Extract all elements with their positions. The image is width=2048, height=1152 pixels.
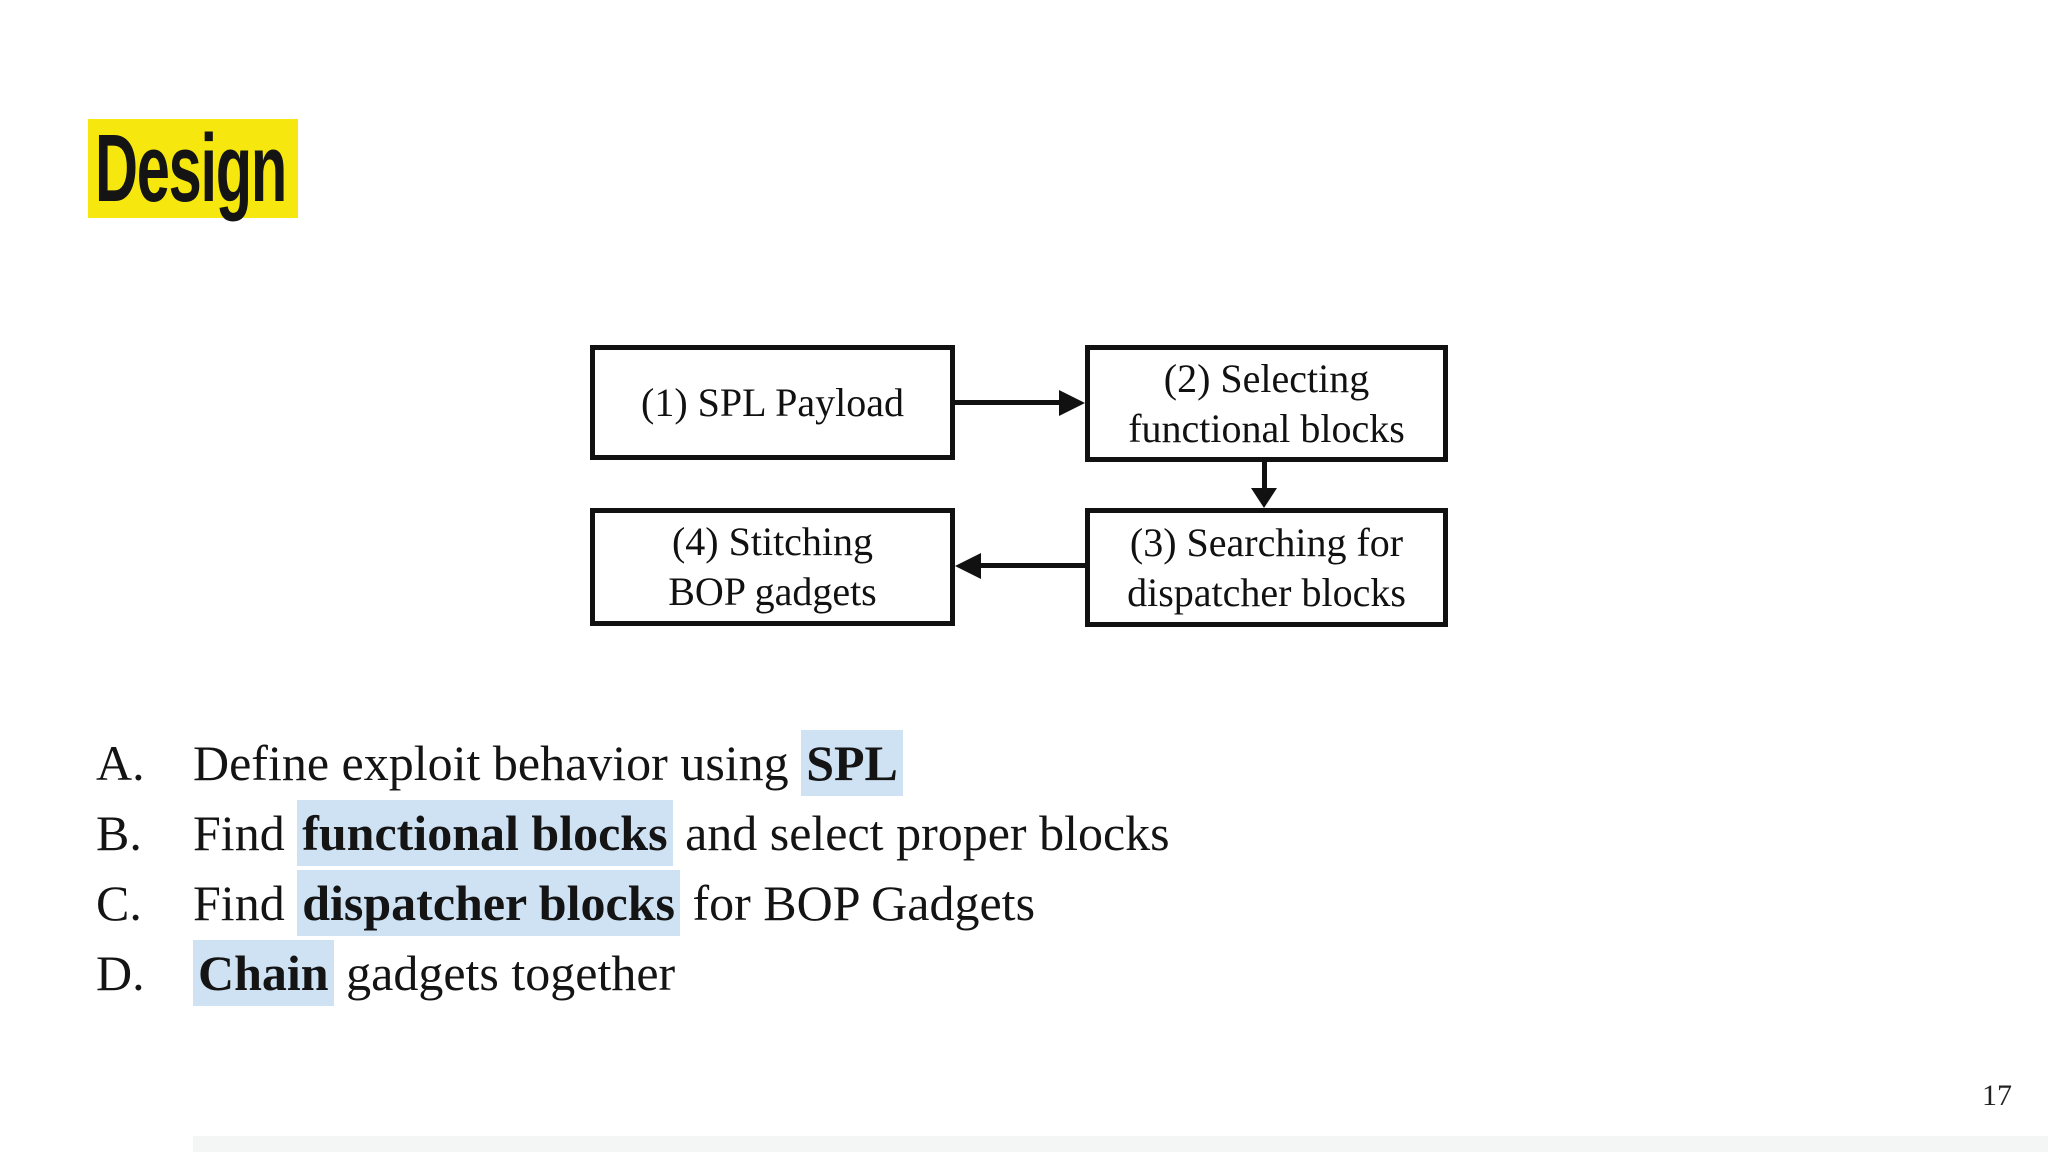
arrow-down-line (1262, 462, 1267, 490)
text-segment: for BOP Gadgets (679, 875, 1036, 931)
text-segment: gadgets together (333, 945, 676, 1001)
text-segment: Find (193, 875, 298, 931)
list-item: A. Define exploit behavior using SPL (96, 728, 1596, 798)
bottom-bar (193, 1136, 2048, 1152)
arrow-down-icon (1251, 488, 1277, 508)
list-item-letter: B. (96, 805, 142, 861)
highlighted-text-segment: SPL (801, 730, 903, 796)
slide-title-highlight: Design (88, 119, 298, 218)
list-item: C. Find dispatcher blocks for BOP Gadgets (96, 868, 1596, 938)
highlighted-text-segment: dispatcher blocks (297, 870, 680, 936)
text-segment: Find (193, 805, 298, 861)
text-segment: Define exploit behavior using (193, 735, 802, 791)
highlighted-text-segment: Chain (193, 940, 334, 1006)
list-item-text: Find dispatcher blocks for BOP Gadgets (193, 868, 1035, 938)
diagram-box-label: BOP gadgets (668, 569, 877, 614)
list-item-letter: D. (96, 945, 145, 1001)
list-item: D. Chain gadgets together (96, 938, 1596, 1008)
diagram-box-label: (3) Searching for (1129, 519, 1404, 565)
diagram-box-label: dispatcher blocks (1127, 569, 1406, 615)
arrow-right-icon (1059, 390, 1085, 416)
diagram-box-spl-payload: (1) SPL Payload (590, 345, 955, 460)
diagram-box-label: (2) Selecting (1163, 355, 1370, 401)
list-item-text: Chain gadgets together (193, 938, 675, 1008)
arrow-left-line (979, 563, 1085, 568)
steps-list: A. Define exploit behavior using SPL B. Fi… (96, 728, 1596, 1008)
list-item-letter: A. (96, 735, 145, 791)
highlighted-text-segment: functional blocks (297, 800, 673, 866)
arrow-left-icon (955, 553, 981, 579)
arrow-right-line (955, 400, 1062, 405)
diagram-box-label: (4) Stitching (671, 519, 874, 564)
page-number: 17 (1982, 1079, 2012, 1112)
list-item-text: Define exploit behavior using SPL (193, 728, 903, 798)
slide-title: Design (95, 114, 287, 222)
text-segment: and select proper blocks (672, 805, 1170, 861)
list-item: B. Find functional blocks and select prop… (96, 798, 1596, 868)
diagram-box-label: (1) SPL Payload (641, 379, 904, 425)
list-item-text: Find functional blocks and select proper… (193, 798, 1170, 868)
list-item-letter: C. (96, 875, 142, 931)
diagram-box-label: functional blocks (1128, 405, 1405, 451)
